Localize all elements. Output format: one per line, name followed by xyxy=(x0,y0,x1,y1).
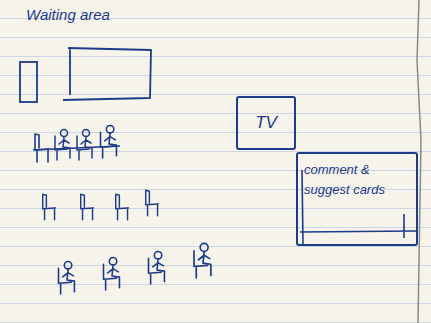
box-label: TV xyxy=(255,110,277,136)
box-label: comment & suggest cards xyxy=(304,160,410,199)
tv-box: TV xyxy=(236,96,296,150)
page-title: Waiting area xyxy=(26,6,110,23)
cards-box: comment & suggest cards xyxy=(296,152,418,246)
